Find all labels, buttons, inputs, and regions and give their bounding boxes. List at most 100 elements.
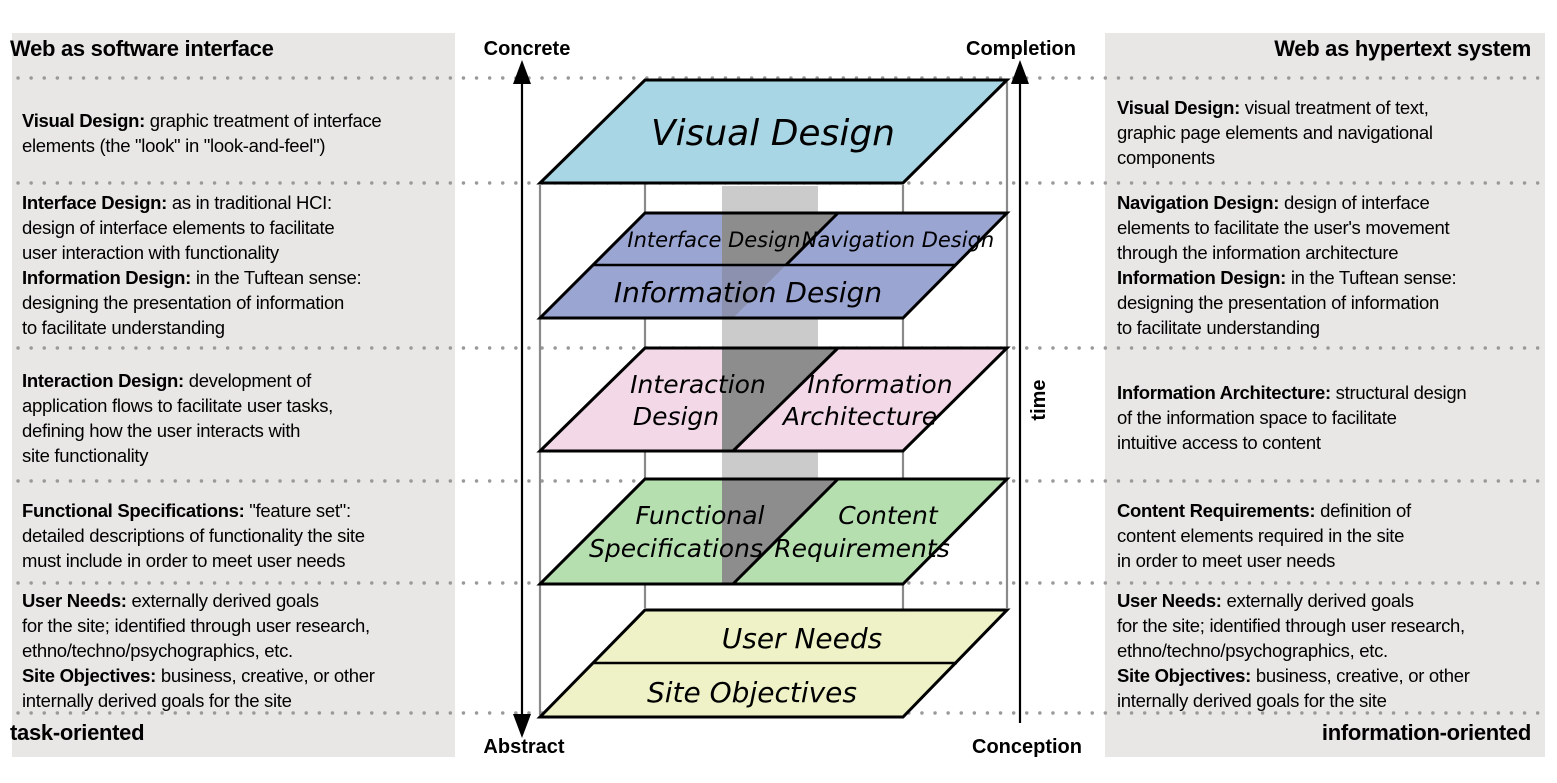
text-line: Visual Design: visual treatment of text, (1117, 97, 1429, 118)
text-line: designing the presentation of informatio… (1117, 292, 1439, 313)
plane-border (536, 78, 1011, 185)
text-line: Information Design: in the Tuftean sense… (1117, 267, 1457, 288)
text-line: Functional Specifications: "feature set"… (22, 500, 351, 521)
text-line: Interface Design: as in traditional HCI: (22, 192, 332, 213)
text-line: of the information space to facilitate (1117, 407, 1397, 428)
plane-skeleton: Interface Design Navigation Design Infor… (536, 211, 1011, 320)
right-panel-title: Web as hypertext system (1274, 36, 1531, 61)
text-line: to facilitate understanding (1117, 317, 1320, 338)
axis-concrete-abstract: Concrete Abstract (483, 38, 570, 758)
text-line: User Needs: externally derived goals (22, 590, 319, 611)
text-line: Visual Design: graphic treatment of inte… (22, 110, 382, 131)
text-line: graphic page elements and navigational (1117, 122, 1433, 143)
text-line: designing the presentation of informatio… (22, 292, 344, 313)
text-line: Interaction Design: development of (22, 370, 312, 391)
band-segment (722, 186, 818, 213)
plane-scope: Functional Specifications Content Requir… (536, 477, 1011, 586)
frame-lines (538, 82, 1009, 715)
arrow-down-icon (513, 714, 531, 738)
text-line: to facilitate understanding (22, 317, 225, 338)
band-segment (722, 319, 818, 348)
text-line: Information Design: in the Tuftean sense… (22, 267, 362, 288)
text-line: must include in order to meet user needs (22, 550, 346, 571)
panel-section: Navigation Design: design of interface el… (1117, 190, 1457, 340)
left-panel-software-interface (12, 33, 455, 757)
axis-completion-conception: Completion Conception time (966, 38, 1082, 758)
plane-label-site-objectives: Site Objectives (647, 676, 857, 709)
plane-label-visual-design: Visual Design (651, 113, 895, 154)
band-cross-section (722, 213, 838, 265)
text-line: ethno/techno/psychographics, etc. (1117, 640, 1388, 661)
plane-label-information-design: Information Design (614, 276, 882, 309)
text-line: for the site; identified through user re… (1117, 615, 1465, 636)
plane-face (540, 479, 1007, 584)
axis-label-completion: Completion (966, 38, 1076, 60)
text-line: User Needs: externally derived goals (1117, 590, 1414, 611)
plane-strategy: User Needs Site Objectives (536, 608, 1011, 719)
panel-section: Functional Specifications: "feature set"… (22, 498, 365, 573)
left-panel-footer: task-oriented (10, 720, 145, 745)
plane-border (536, 477, 1011, 586)
text-line: in order to meet user needs (1117, 550, 1336, 571)
axis-label-abstract: Abstract (483, 736, 564, 758)
plane-border (536, 608, 1011, 719)
panel-section: Content Requirements: definition of conte… (1117, 498, 1411, 573)
plane-label-functional-2: Specifications (589, 534, 763, 563)
axis-label-time: time (1028, 379, 1050, 420)
text-line: site functionality (22, 445, 149, 466)
plane-structure: Interaction Design Information Architect… (536, 346, 1011, 453)
right-panel-hypertext-system (1105, 33, 1545, 757)
text-line: user interaction with functionality (22, 242, 279, 263)
text-line: internally derived goals for the site (22, 690, 292, 711)
text-line: components (1117, 147, 1215, 168)
text-line: elements (the "look" in "look-and-feel") (22, 135, 326, 156)
plane-label-interaction: Interaction (630, 370, 766, 399)
panel-section: Interaction Design: development of applic… (22, 368, 333, 468)
text-line: defining how the user interacts with (22, 420, 301, 441)
plane-visual-design: Visual Design (536, 78, 1011, 185)
text-line: content elements required in the site (1117, 525, 1405, 546)
text-line: design of interface elements to facilita… (22, 217, 335, 238)
plane-label-content: Content (838, 501, 939, 530)
text-line: application flows to facilitate user tas… (22, 395, 334, 416)
plane-label-functional: Functional (636, 501, 765, 530)
plane-label-user-needs: User Needs (722, 622, 882, 655)
plane-label-navigation-design: Navigation Design (802, 228, 994, 252)
text-line: Navigation Design: design of interface (1117, 192, 1430, 213)
arrow-up-icon (513, 60, 531, 84)
plane-divider-diagonal (731, 346, 840, 453)
arrow-up-icon (1011, 60, 1029, 84)
text-line: detailed descriptions of functionality t… (22, 525, 365, 546)
text-line: through the information architecture (1117, 242, 1399, 263)
text-line: elements to facilitate the user's moveme… (1117, 217, 1450, 238)
text-line: ethno/techno/psychographics, etc. (22, 640, 293, 661)
left-panel-title: Web as software interface (10, 36, 274, 61)
plane-label-info-architecture-2: Architecture (781, 402, 937, 431)
panel-section: Visual Design: graphic treatment of inte… (22, 108, 382, 158)
plane-label-interface-design: Interface Design (627, 228, 800, 252)
right-panel-footer: information-oriented (1321, 720, 1531, 745)
plane-face (540, 80, 1007, 183)
text-line: Content Requirements: definition of (1117, 500, 1411, 521)
panel-section: Visual Design: visual treatment of text,… (1117, 95, 1433, 170)
plane-face (540, 610, 1007, 717)
plane-label-info-architecture: Information (807, 370, 952, 399)
band-cross-section-faint (722, 265, 786, 318)
band-segment (722, 452, 818, 479)
gray-column-band (722, 186, 818, 479)
plane-divider-diagonal (784, 211, 840, 267)
panel-section: User Needs: externally derived goals for … (1117, 588, 1470, 713)
text-line: internally derived goals for the site (1117, 690, 1387, 711)
text-line: intuitive access to content (1117, 432, 1321, 453)
axis-label-concrete: Concrete (484, 38, 571, 60)
text-line: Information Architecture: structural des… (1117, 382, 1467, 403)
plane-label-content-2: Requirements (774, 534, 949, 563)
plane-face (540, 213, 1007, 318)
plane-label-interaction-2: Design (633, 402, 719, 431)
band-cross-section (722, 348, 838, 451)
panel-section: Interface Design: as in traditional HCI:… (22, 190, 362, 340)
band-cross-section (722, 479, 838, 584)
text-line: Site Objectives: business, creative, or … (1117, 665, 1470, 686)
